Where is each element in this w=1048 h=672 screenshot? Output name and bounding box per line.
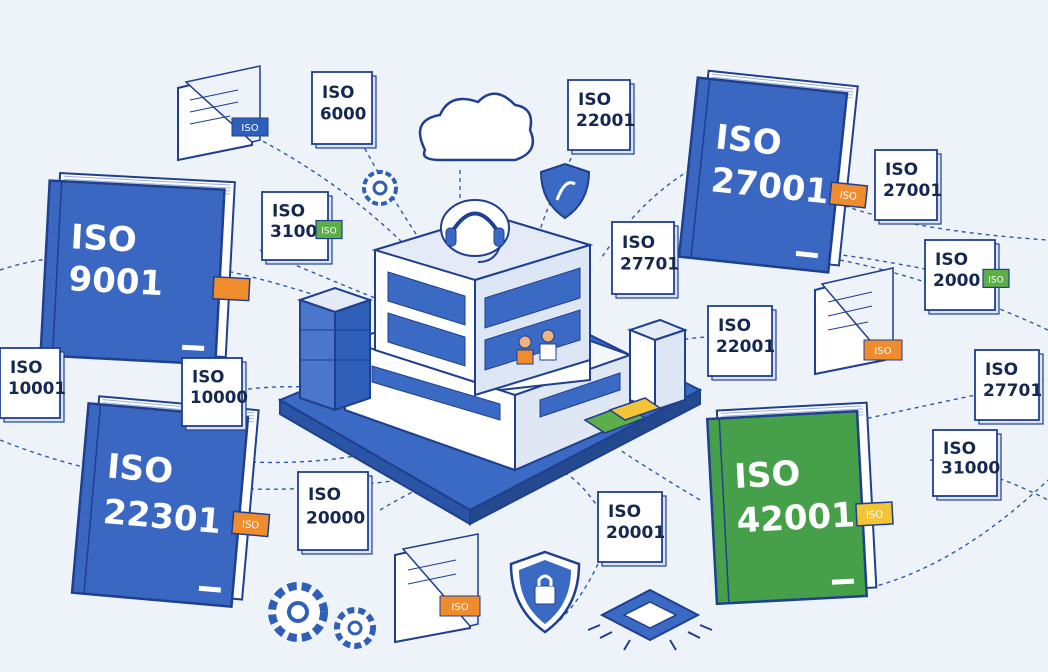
cloud-icon (418, 92, 535, 162)
card-line1: ISO (935, 250, 968, 270)
card-line1: ISO (272, 201, 305, 221)
doc-stack-3: ISO (394, 533, 481, 644)
iso-card: ISO 10000 (181, 357, 248, 431)
card-line2: 27701 (983, 381, 1042, 401)
people-icon (516, 329, 557, 365)
book-tab (211, 275, 251, 302)
card-tab (315, 219, 343, 240)
card-line1: ISO (608, 502, 641, 522)
card-tab-label: ISO (988, 275, 1003, 285)
doc-tab-label: ISO (241, 123, 258, 134)
gears-icon (268, 582, 376, 649)
shield-icon (539, 162, 591, 220)
chip-icon (587, 588, 713, 651)
book-tab (230, 510, 271, 538)
card-line2: 10001 (8, 379, 66, 398)
doc-stack-2: ISO (814, 267, 903, 376)
card-line2: 22001 (576, 111, 635, 131)
card-line2: 2000 (933, 271, 980, 291)
book-tab-label: ISO (839, 190, 857, 203)
book-title-line1: ISO (105, 447, 174, 493)
card-line1: ISO (10, 358, 42, 377)
card-line1: ISO (322, 83, 354, 102)
card-line1: ISO (578, 90, 611, 110)
card-line2: 27001 (883, 181, 942, 201)
card-tab (982, 268, 1010, 288)
card-line1: ISO (192, 367, 224, 386)
card-line1: ISO (943, 439, 976, 459)
server-rack-right (627, 318, 688, 412)
iso-card: ISO 6000 (311, 71, 377, 149)
book-tab (855, 501, 894, 527)
card-line2: 6000 (320, 105, 366, 124)
card-line2: 20001 (606, 523, 665, 543)
doc-tab-label: ISO (451, 602, 468, 613)
book-tab-label: ISO (866, 509, 884, 521)
lock-shield-icon (509, 550, 581, 634)
gear-icon (362, 170, 398, 206)
card-line2: 31000 (941, 459, 1000, 479)
book-title-line1: ISO (733, 454, 801, 497)
card-line1: ISO (308, 485, 341, 505)
iso-card: ISO 10001 (0, 347, 66, 423)
book-tab (828, 181, 869, 209)
card-line2: 22001 (716, 337, 775, 357)
card-line2: 20000 (306, 508, 365, 528)
card-tab-label: ISO (321, 227, 336, 237)
book-title-line2: 9001 (68, 259, 165, 304)
card-line1: ISO (718, 316, 751, 336)
book-title-line1: ISO (70, 217, 138, 260)
card-line1: ISO (885, 160, 918, 180)
building (277, 199, 703, 526)
card-line2: 27701 (620, 255, 679, 275)
card-line2: 10000 (190, 388, 248, 407)
iso-card: ISO 20000 (297, 471, 373, 555)
card-line1: ISO (622, 233, 655, 253)
book-tab-label: ISO (242, 519, 260, 531)
headset-icon (440, 199, 510, 263)
doc-stack-1: ISO (177, 65, 269, 162)
book-title-line2: 42001 (736, 495, 856, 541)
server-rack-left (296, 286, 374, 412)
card-line1: ISO (985, 360, 1018, 380)
book-title-line1: ISO (714, 117, 784, 164)
doc-tab-label: ISO (874, 346, 891, 357)
card-line2: 3100 (270, 222, 317, 242)
